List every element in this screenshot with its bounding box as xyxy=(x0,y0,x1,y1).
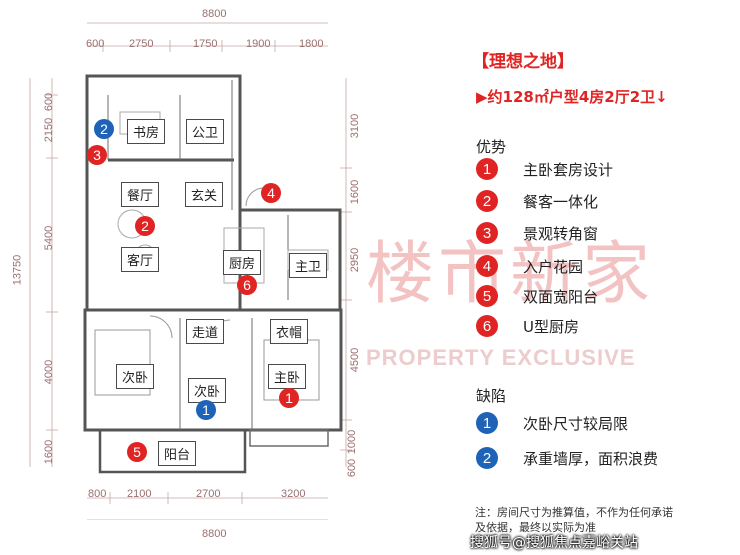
room-dining: 餐厅 xyxy=(121,182,160,207)
advantage-number-badge: 3 xyxy=(476,222,498,244)
dim-left-4: 4000 xyxy=(43,359,56,385)
layout-subtitle: ▶约128㎡户型4房2厅2卫↓ xyxy=(476,88,668,106)
dim-bottom-2: 2100 xyxy=(127,488,152,500)
marker-advantage-3: 3 xyxy=(87,145,107,165)
advantage-item: 4 入户花园 xyxy=(476,255,583,277)
marker-defect-2: 2 xyxy=(94,119,114,139)
room-foyer: 玄关 xyxy=(185,182,224,207)
note-line-1: 注：房间尺寸为推算值，不作为任何承诺 xyxy=(475,506,673,519)
defect-text: 承重墙厚，面积浪费 xyxy=(523,449,659,468)
room-balcony: 阳台 xyxy=(158,441,197,466)
defect-text: 次卧尺寸较局限 xyxy=(523,414,629,433)
room-kitchen: 厨房 xyxy=(223,250,262,275)
room-study: 书房 xyxy=(127,119,166,144)
advantage-item: 2 餐客一体化 xyxy=(476,190,598,212)
room-second-bedroom-left: 次卧 xyxy=(116,364,155,389)
advantages-heading: 优势 xyxy=(476,138,507,156)
dim-right-4: 4500 xyxy=(349,347,362,373)
advantage-text: 主卧套房设计 xyxy=(523,160,614,179)
page-title: 【理想之地】 xyxy=(472,52,574,72)
advantage-text: 餐客一体化 xyxy=(523,192,599,211)
marker-advantage-6: 6 xyxy=(237,275,257,295)
advantage-text: 双面宽阳台 xyxy=(523,287,599,306)
dim-right-2: 1600 xyxy=(349,179,362,205)
advantage-text: 景观转角窗 xyxy=(523,224,599,243)
floor-plan-drawing xyxy=(29,22,352,520)
dim-bottom-4: 3200 xyxy=(281,488,306,500)
room-cloakroom: 衣帽 xyxy=(270,319,309,344)
room-public-bath: 公卫 xyxy=(186,119,225,144)
advantage-item: 3 景观转角窗 xyxy=(476,222,598,244)
room-corridor: 走道 xyxy=(186,319,225,344)
marker-advantage-2: 2 xyxy=(135,216,155,236)
dim-left-3: 5400 xyxy=(43,225,56,251)
marker-advantage-4: 4 xyxy=(261,183,281,203)
defect-number-badge: 1 xyxy=(476,412,498,434)
dim-right-5: 1000 xyxy=(346,429,359,455)
dim-left-1: 600 xyxy=(43,92,56,112)
advantage-number-badge: 1 xyxy=(476,158,498,180)
dim-top-3: 1750 xyxy=(193,38,218,50)
room-second-bedroom-mid: 次卧 xyxy=(188,378,227,403)
defect-number-badge: 2 xyxy=(476,447,498,469)
note-line-2: 及依据，最终以实际为准 xyxy=(475,521,596,534)
dim-bottom-1: 800 xyxy=(88,488,107,500)
dim-top-1: 600 xyxy=(86,38,105,50)
footer-credit: 搜狐号@搜狐焦点嘉峪关站 xyxy=(470,535,638,551)
room-living: 客厅 xyxy=(121,247,160,272)
room-master-bath: 主卫 xyxy=(289,253,328,278)
marker-advantage-1: 1 xyxy=(279,388,299,408)
advantage-text: U型厨房 xyxy=(523,317,579,336)
advantage-text: 入户花园 xyxy=(523,257,584,276)
dim-top-2: 2750 xyxy=(129,38,154,50)
dim-left-5: 1600 xyxy=(43,439,56,465)
marker-defect-1: 1 xyxy=(196,400,216,420)
defects-heading: 缺陷 xyxy=(476,387,507,405)
dim-top-4: 1900 xyxy=(246,38,271,50)
dim-bottom-3: 2700 xyxy=(196,488,221,500)
watermark-cn: 楼市新家 xyxy=(366,235,655,314)
advantage-item: 5 双面宽阳台 xyxy=(476,285,598,307)
room-master-bedroom: 主卧 xyxy=(268,364,307,389)
advantage-number-badge: 6 xyxy=(476,315,498,337)
advantage-number-badge: 4 xyxy=(476,255,498,277)
advantage-number-badge: 5 xyxy=(476,285,498,307)
advantage-item: 6 U型厨房 xyxy=(476,315,579,337)
dim-right-6: 600 xyxy=(346,458,359,478)
dim-right-1: 3100 xyxy=(349,113,362,139)
dim-top-5: 1800 xyxy=(299,38,324,50)
marker-advantage-5: 5 xyxy=(127,442,147,462)
dim-bottom-total: 8800 xyxy=(202,528,227,540)
defect-item: 2 承重墙厚，面积浪费 xyxy=(476,447,658,469)
advantage-number-badge: 2 xyxy=(476,190,498,212)
dim-left-total: 13750 xyxy=(11,254,24,286)
defect-item: 1 次卧尺寸较局限 xyxy=(476,412,628,434)
dim-top-total: 8800 xyxy=(202,8,227,20)
advantage-item: 1 主卧套房设计 xyxy=(476,158,613,180)
watermark-en: PROPERTY EXCLUSIVE xyxy=(366,345,636,370)
dim-left-2: 2150 xyxy=(43,117,56,143)
dim-right-3: 2950 xyxy=(349,247,362,273)
